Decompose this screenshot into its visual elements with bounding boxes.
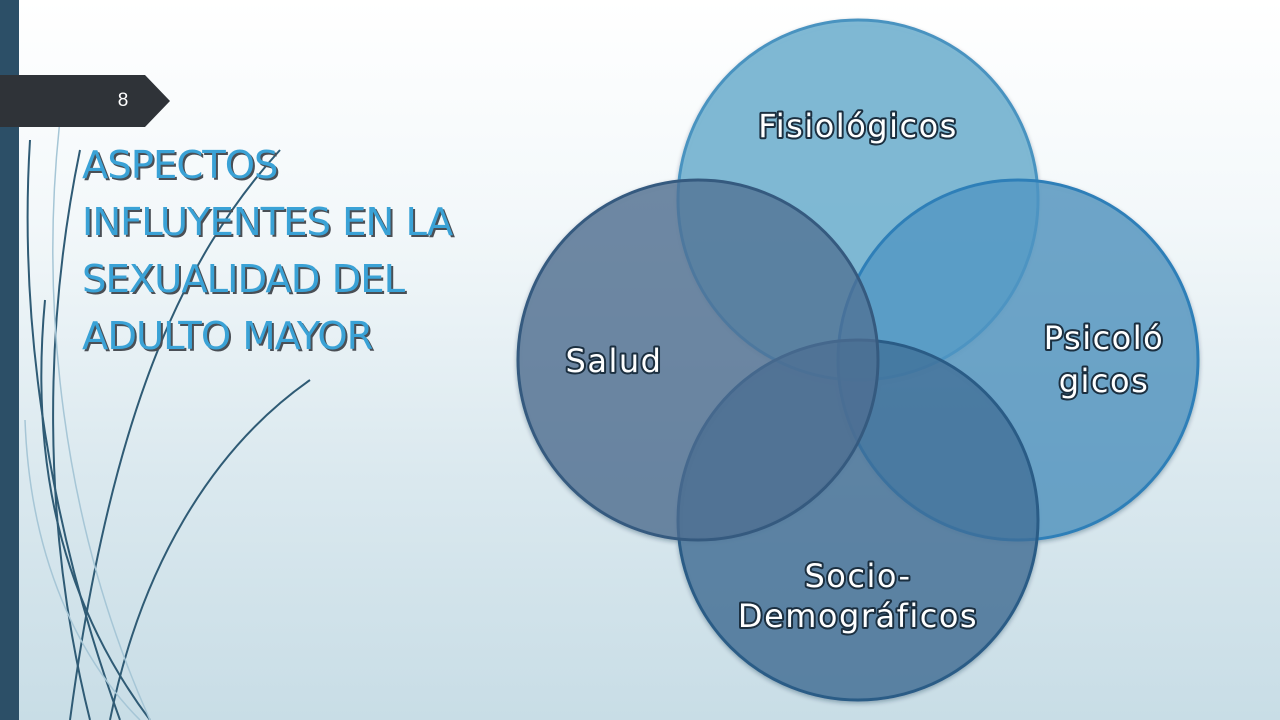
slide-number: 8: [117, 90, 129, 111]
slide-title: ASPECTOS INFLUYENTES EN LA SEXUALIDAD DE…: [82, 143, 453, 359]
slide-number-tab: [0, 75, 170, 127]
left-accent-bar: [0, 0, 19, 720]
label-psicologicos-line2: gicos: [1059, 362, 1150, 400]
label-fisiologicos: Fisiológicos: [758, 107, 958, 145]
label-socio-line1: Socio-: [804, 557, 911, 595]
label-psicologicos-line1: Psicoló: [1044, 319, 1164, 357]
label-socio-line2: Demográficos: [738, 597, 978, 635]
decorative-curves: [24, 119, 311, 720]
label-salud: Salud: [566, 342, 663, 380]
circle-salud: [516, 178, 880, 542]
